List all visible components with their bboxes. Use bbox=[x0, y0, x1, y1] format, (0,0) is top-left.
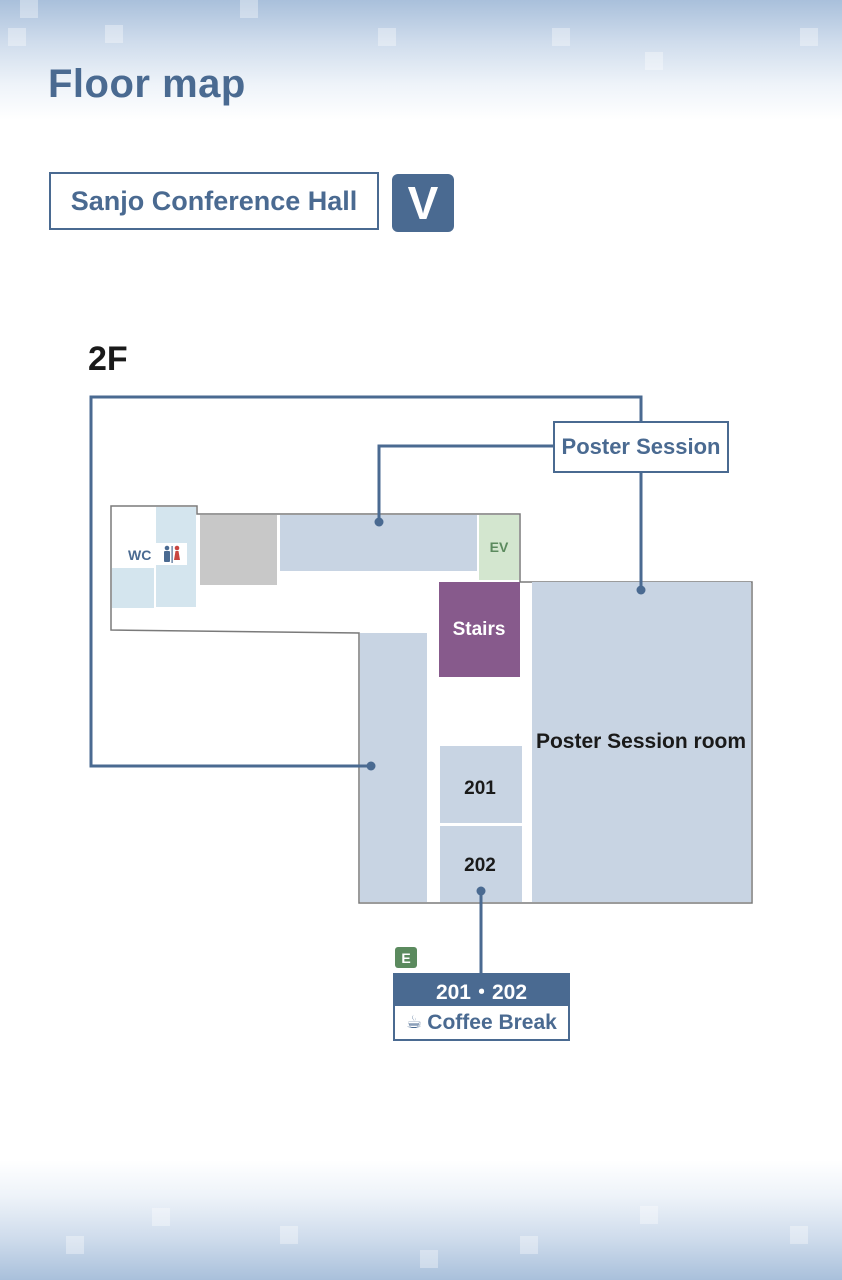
restroom-icon bbox=[164, 545, 180, 563]
leader-dots bbox=[366, 517, 646, 896]
venue-code-badge: V bbox=[392, 174, 454, 232]
event-badge: E bbox=[395, 947, 417, 968]
storage-room bbox=[200, 515, 277, 585]
venue-name-box: Sanjo Conference Hall bbox=[49, 172, 379, 230]
ev-label: EV bbox=[490, 539, 509, 555]
stairs-label: Stairs bbox=[453, 619, 506, 640]
floor-label: 2F bbox=[88, 340, 128, 378]
header-band bbox=[0, 0, 842, 120]
venue-name: Sanjo Conference Hall bbox=[70, 185, 358, 216]
poster-session-room bbox=[532, 582, 751, 902]
poster-session-leader-lines bbox=[89, 395, 643, 973]
coffee-break-label: Coffee Break bbox=[427, 1010, 557, 1034]
room-202-label: 202 bbox=[464, 855, 496, 876]
coffee-break-callout: 201・202 ☕ Coffee Break bbox=[393, 973, 570, 1041]
wc-label: WC bbox=[128, 547, 151, 563]
room-201 bbox=[440, 746, 522, 823]
page-title: Floor map bbox=[48, 62, 246, 106]
poster-session-callout: Poster Session bbox=[553, 421, 729, 473]
wc-area-lower bbox=[112, 568, 154, 608]
poster-session-label: Poster Session bbox=[561, 434, 721, 459]
wc-label-bg bbox=[121, 543, 187, 565]
footer-band bbox=[0, 1160, 842, 1280]
elevator bbox=[479, 515, 519, 580]
break-body: ☕ Coffee Break bbox=[395, 1006, 568, 1039]
break-rooms-label: 201・202 bbox=[395, 975, 568, 1006]
room-201-label: 201 bbox=[464, 778, 496, 799]
coffee-cup-icon: ☕ bbox=[406, 1012, 423, 1032]
stairs bbox=[439, 582, 520, 677]
poster-room-label: Poster Session room bbox=[536, 730, 746, 753]
